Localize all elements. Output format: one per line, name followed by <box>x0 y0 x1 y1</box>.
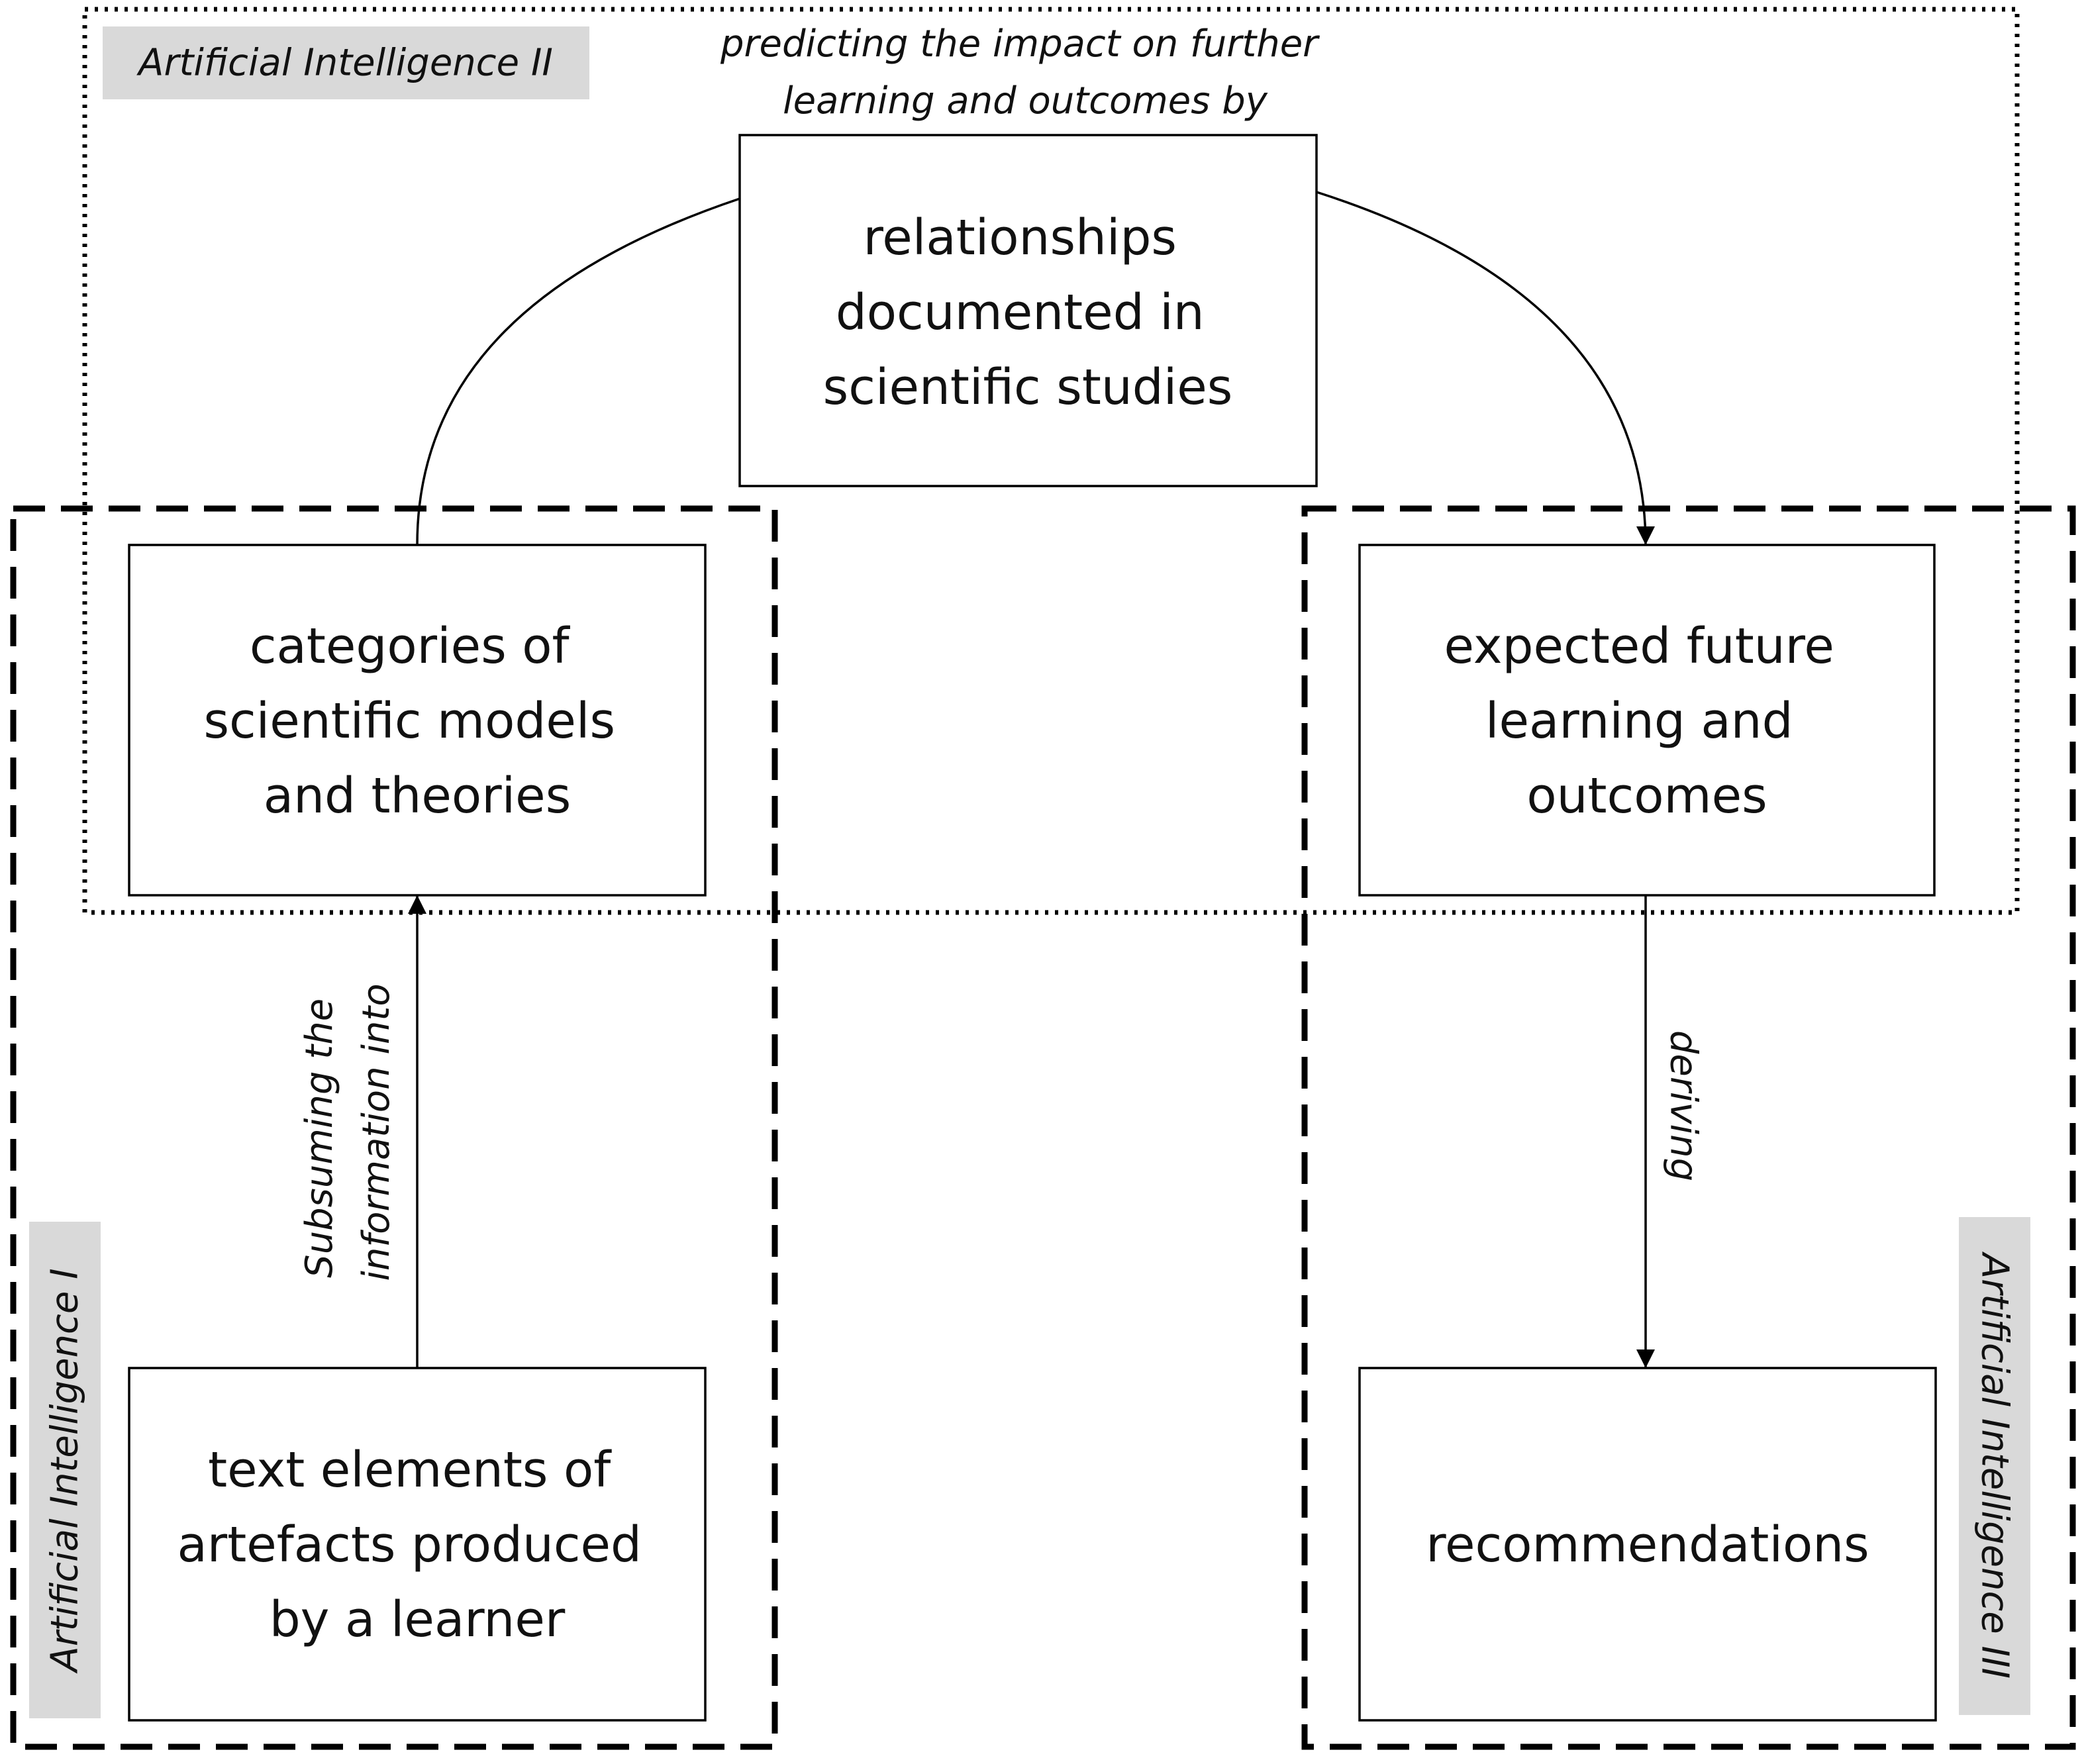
edge-label-deriving: deriving <box>1662 1030 1705 1181</box>
ai3-region-label: Artificial Intelligence III <box>1973 1251 2016 1679</box>
ai2-region-label: Artificial Intelligence II <box>136 42 553 85</box>
node-expected-line-2: learning and <box>1485 693 1793 750</box>
node-categories-label: categories of scientific models and theo… <box>203 618 630 824</box>
node-recommendations-box <box>1358 1367 1937 1722</box>
edge-label-subsuming-text: Subsuming the information into <box>298 983 398 1281</box>
node-text-elements-line-2: artefacts produced <box>177 1516 642 1573</box>
node-expected-box <box>1358 544 1936 897</box>
node-relationships-box <box>738 134 1318 487</box>
edge-label-predicting-line-1: predicting the impact on further <box>720 23 1320 66</box>
edge-label-predicting-line-2: learning and outcomes by <box>783 79 1268 122</box>
node-relationships-line-1: relationships <box>863 209 1177 266</box>
edge-relationships-to-expected <box>1316 191 1655 546</box>
node-text-elements-line-3: by a learner <box>270 1591 566 1648</box>
ai3-region-tag: Artificial Intelligence III <box>1959 1217 2030 1715</box>
node-text-elements-line-1: text elements of <box>208 1442 612 1498</box>
node-categories-line-2: scientific models <box>203 693 615 750</box>
edge-categories-to-relationships <box>416 197 740 546</box>
node-expected-line-3: outcomes <box>1526 767 1767 824</box>
edge-label-subsuming-line-2: information into <box>355 983 398 1281</box>
node-expected-line-1: expected future <box>1444 618 1834 675</box>
node-relationships: relationships documented in scientific s… <box>738 134 1318 487</box>
node-expected-label: expected future learning and outcomes <box>1444 618 1850 824</box>
node-categories: categories of scientific models and theo… <box>128 544 707 897</box>
node-relationships-label: relationships documented in scientific s… <box>823 209 1233 416</box>
edge-label-predicting: predicting the impact on further learnin… <box>720 23 1330 122</box>
node-text-elements-box <box>128 1367 707 1722</box>
node-expected: expected future learning and outcomes <box>1358 544 1936 897</box>
ai2-region-frame <box>82 7 2020 915</box>
node-recommendations-label: recommendations <box>1426 1516 1869 1573</box>
node-relationships-line-2: documented in <box>836 284 1205 341</box>
node-recommendations: recommendations <box>1358 1367 1937 1722</box>
node-categories-line-3: and theories <box>264 767 571 824</box>
node-text-elements-label: text elements of artefacts produced by a… <box>177 1442 657 1648</box>
node-categories-box <box>128 544 707 897</box>
ai3-region-frame <box>1301 505 2076 1750</box>
node-relationships-line-3: scientific studies <box>823 359 1233 416</box>
edge-label-subsuming: Subsuming the information into <box>298 983 398 1281</box>
ai1-region-label: Artificial Intelligence I <box>44 1268 87 1673</box>
node-categories-line-1: categories of <box>250 618 571 675</box>
ai2-region-tag: Artificial Intelligence II <box>103 26 589 99</box>
ai1-region-tag: Artificial Intelligence I <box>29 1222 101 1718</box>
node-text-elements: text elements of artefacts produced by a… <box>128 1367 707 1722</box>
edge-label-subsuming-line-1: Subsuming the <box>298 999 341 1278</box>
